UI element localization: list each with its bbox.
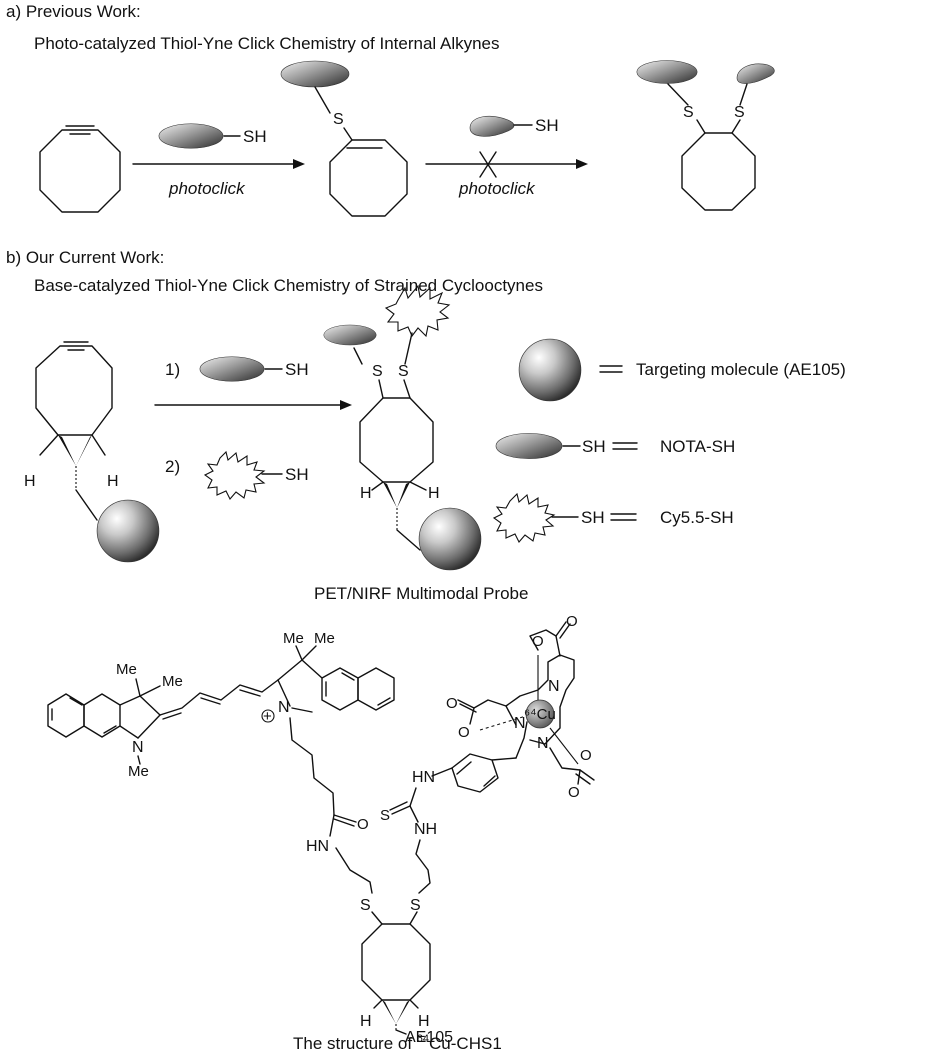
o-label: O: [458, 724, 470, 741]
thiol-reagent-a1: SH: [159, 124, 267, 149]
h-label: H: [24, 473, 36, 490]
bicyclononyne-structure: H H: [24, 341, 159, 562]
h-label: H: [428, 485, 440, 502]
cation-charge: [261, 709, 275, 723]
step-2-label: 2): [165, 457, 180, 476]
o-label: O: [566, 613, 578, 630]
sh-label: SH: [285, 360, 309, 379]
ae105-label: AE105: [405, 1029, 453, 1046]
sh-label: SH: [285, 465, 309, 484]
sh-label: SH: [582, 437, 606, 456]
sh-label: SH: [535, 116, 559, 135]
cyclooctyne-structure: [39, 125, 121, 213]
me-label: Me: [283, 630, 304, 647]
s-label: S: [372, 363, 383, 380]
me-label: Me: [128, 763, 149, 780]
o-label: O: [532, 633, 544, 650]
n-label: N: [548, 678, 560, 695]
h-label: H: [360, 1013, 372, 1030]
legend-cy55: SH Cy5.5-SH: [492, 492, 734, 543]
bis-sulfide-structure: S S: [637, 60, 775, 211]
section-b-label: b) Our Current Work:: [6, 248, 164, 267]
o-label: O: [568, 784, 580, 801]
section-a-label: a) Previous Work:: [6, 2, 141, 21]
legend-targeting: Targeting molecule (AE105): [519, 339, 846, 401]
sh-label: SH: [581, 508, 605, 527]
vinyl-sulfide-structure: S: [281, 61, 408, 217]
me-label: Me: [116, 661, 137, 678]
cy55-burst-product: [384, 284, 451, 338]
step-1-label: 1): [165, 360, 180, 379]
n-label: N: [132, 739, 144, 756]
s-label: S: [380, 807, 390, 824]
o-label: O: [357, 816, 369, 833]
thiol-reagent-a2: SH: [469, 115, 559, 137]
sh-label: SH: [243, 127, 267, 146]
cu-label: ⁶⁴Cu: [524, 706, 556, 723]
cu-chs1-structure: Me Me N Me Me Me N + O HN S: [47, 613, 595, 1046]
s-label: S: [683, 104, 694, 121]
probe-product-structure: S S H H: [324, 284, 481, 570]
arrow-2-label: photoclick: [458, 179, 536, 198]
hn-label: HN: [412, 769, 435, 786]
copper-atom: [525, 699, 555, 729]
section-a-subtitle: Photo-catalyzed Thiol-Yne Click Chemistr…: [34, 34, 500, 53]
plus-sign: +: [263, 708, 272, 725]
s-label: S: [360, 897, 371, 914]
me-label: Me: [162, 673, 183, 690]
s-label: S: [410, 897, 421, 914]
h-label: H: [418, 1013, 430, 1030]
me-label: Me: [314, 630, 335, 647]
cross-mark: [479, 151, 497, 178]
s-label: S: [333, 111, 344, 128]
n-label: N: [278, 699, 290, 716]
s-label: S: [398, 363, 409, 380]
n-label: N: [514, 715, 526, 732]
legend-text: Cy5.5-SH: [660, 508, 734, 527]
legend-text: NOTA-SH: [660, 437, 735, 456]
legend-text: Targeting molecule (AE105): [636, 360, 846, 379]
arrow-head-2: [576, 159, 588, 169]
arrow-head-b: [340, 400, 352, 410]
arrow-1-label: photoclick: [168, 179, 246, 198]
section-b-subtitle: Base-catalyzed Thiol-Yne Click Chemistry…: [34, 276, 543, 295]
h-label: H: [107, 473, 119, 490]
s-label: S: [734, 104, 745, 121]
o-label: O: [446, 695, 458, 712]
legend-nota: SH NOTA-SH: [496, 433, 735, 458]
arrow-head-1: [293, 159, 305, 169]
h-label: H: [360, 485, 372, 502]
product-caption: PET/NIRF Multimodal Probe: [314, 584, 528, 603]
structure-caption: The structure of 64Cu-CHS1: [293, 1033, 502, 1050]
hn-label: HN: [306, 838, 329, 855]
o-label: O: [580, 747, 592, 764]
cy55-burst-reagent: [203, 450, 266, 500]
nh-label: NH: [414, 821, 437, 838]
n-label: N: [537, 735, 549, 752]
